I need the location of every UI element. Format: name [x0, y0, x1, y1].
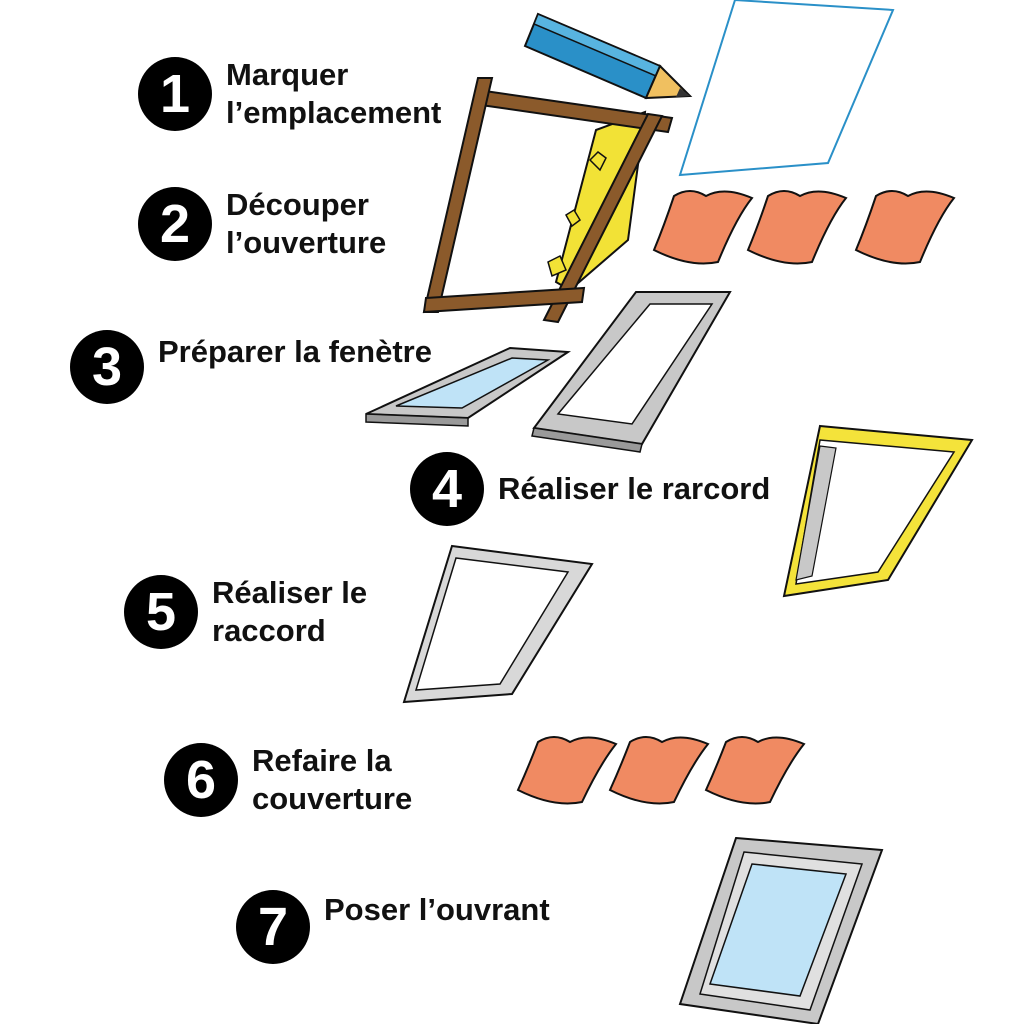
step-label-line: Refaire la — [252, 743, 392, 778]
step-label-line: l’emplacement — [226, 95, 442, 130]
step-3: 3 Préparer la fenètre — [70, 330, 432, 404]
step-5: 5 Réaliser le raccord — [124, 574, 367, 650]
step-label: Refaire la couverture — [252, 742, 412, 818]
step-label: Poser l’ouvrant — [324, 891, 550, 929]
step-label-line: l’ouverture — [226, 225, 387, 260]
step-label: Marquer l’emplacement — [226, 56, 441, 132]
step-6: 6 Refaire la couverture — [164, 742, 412, 818]
window-frame-icon — [531, 291, 732, 453]
pencil-icon — [523, 12, 693, 100]
step-1: 1 Marquer l’emplacement — [138, 56, 441, 132]
step-number-badge: 5 — [124, 575, 198, 649]
step-number-badge: 4 — [410, 452, 484, 526]
step-label: Préparer la fenètre — [158, 333, 432, 371]
step-number-badge: 1 — [138, 57, 212, 131]
step-label-line: Réaliser le — [212, 575, 368, 610]
roof-tile-icon — [652, 190, 956, 265]
roof-tile-icon — [516, 736, 806, 805]
step-label-line: Réaliser le rarcord — [498, 471, 771, 506]
step-label-line: Marquer — [226, 57, 349, 92]
step-label-line: Découper — [226, 187, 369, 222]
step-label: Réaliser le raccord — [212, 574, 367, 650]
step-number-badge: 6 — [164, 743, 238, 817]
window-sash-icon — [365, 346, 572, 427]
step-number-badge: 2 — [138, 187, 212, 261]
skylight-icon — [678, 836, 884, 1024]
step-label-line: Poser l’ouvrant — [324, 892, 550, 927]
step-label: Découper l’ouverture — [226, 186, 386, 262]
window-frame-icon — [402, 544, 594, 704]
step-7: 7 Poser l’ouvrant — [236, 890, 550, 964]
step-label-line: couverture — [252, 781, 413, 816]
step-number-badge: 3 — [70, 330, 144, 404]
step-number-badge: 7 — [236, 890, 310, 964]
step-label: Réaliser le rarcord — [498, 470, 770, 508]
step-4: 4 Réaliser le rarcord — [410, 452, 770, 526]
step-label-line: raccord — [212, 613, 326, 648]
flashing-frame-icon — [782, 424, 974, 598]
wood-frame-icon — [422, 77, 674, 324]
step-2: 2 Découper l’ouverture — [138, 186, 386, 262]
step-label-line: Préparer la fenètre — [158, 334, 432, 369]
outline-sheet-icon — [678, 0, 895, 177]
